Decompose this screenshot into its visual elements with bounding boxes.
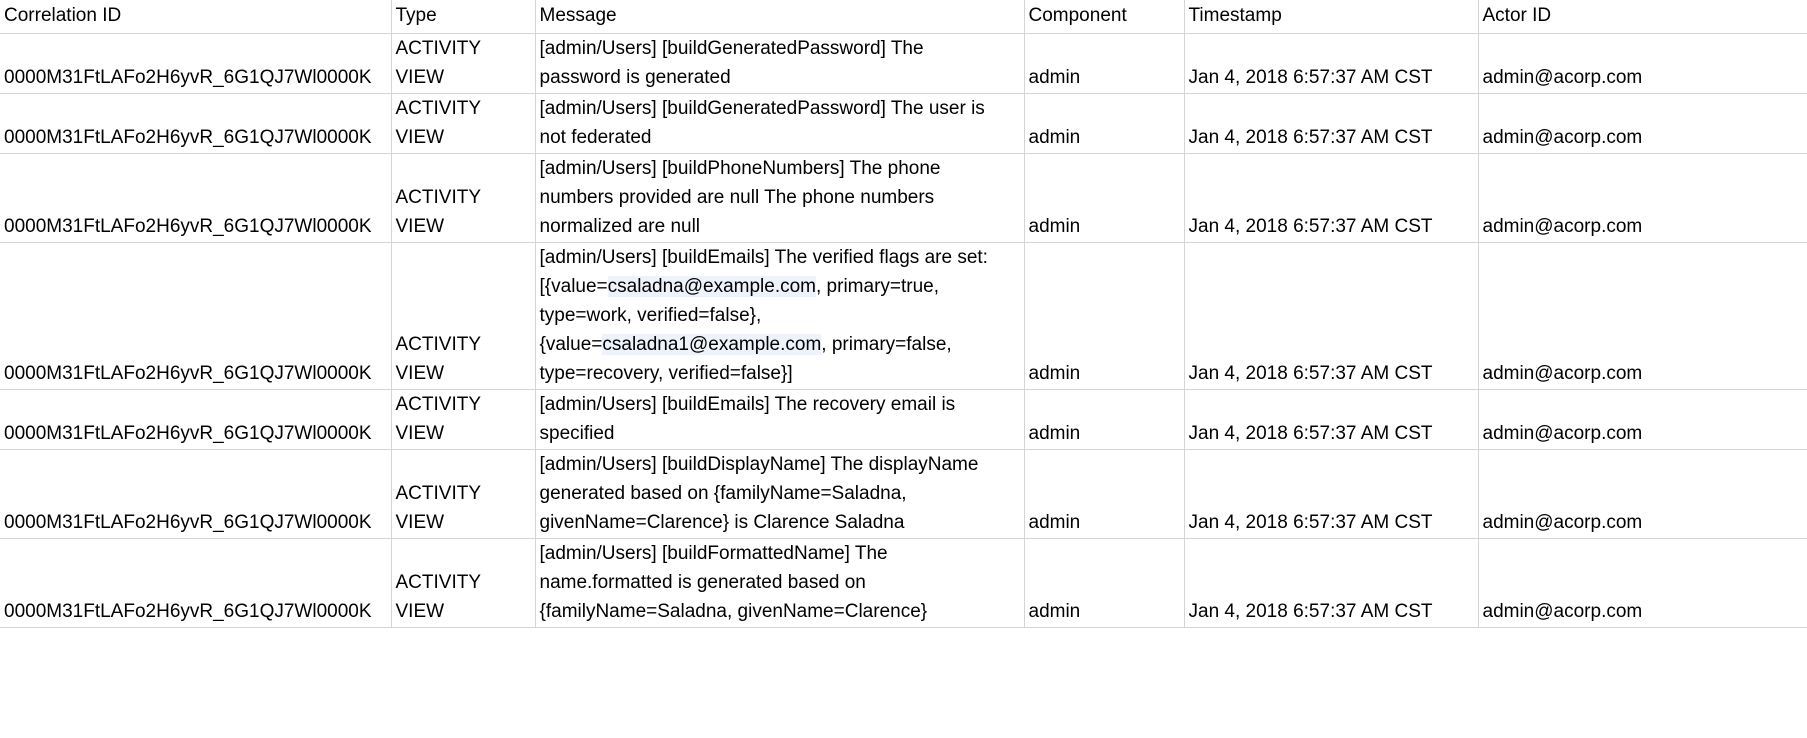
- cell-timestamp: Jan 4, 2018 6:57:37 AM CST: [1184, 153, 1479, 243]
- cell-component: admin: [1024, 153, 1185, 243]
- cell-actor-id: admin@acorp.com: [1478, 538, 1807, 628]
- cell-component: admin: [1024, 242, 1185, 390]
- cell-timestamp: Jan 4, 2018 6:57:37 AM CST: [1184, 389, 1479, 450]
- cell-message: [admin/Users] [buildDisplayName] The dis…: [535, 449, 1025, 539]
- cell-type: ACTIVITY VIEW: [391, 93, 536, 154]
- table-header: Correlation ID Type Message Component Ti…: [0, 0, 1807, 34]
- cell-type: ACTIVITY VIEW: [391, 242, 536, 390]
- cell-correlation-id: 0000M31FtLAFo2H6yvR_6G1QJ7Wl0000K: [0, 538, 392, 628]
- cell-timestamp: Jan 4, 2018 6:57:37 AM CST: [1184, 93, 1479, 154]
- cell-component: admin: [1024, 538, 1185, 628]
- column-header-actor-id[interactable]: Actor ID: [1478, 0, 1807, 34]
- table-row[interactable]: 0000M31FtLAFo2H6yvR_6G1QJ7Wl0000K ACTIVI…: [0, 93, 1807, 154]
- cell-message: [admin/Users] [buildGeneratedPassword] T…: [535, 33, 1025, 94]
- column-header-timestamp[interactable]: Timestamp: [1184, 0, 1479, 34]
- cell-actor-id: admin@acorp.com: [1478, 389, 1807, 450]
- cell-timestamp: Jan 4, 2018 6:57:37 AM CST: [1184, 449, 1479, 539]
- cell-correlation-id: 0000M31FtLAFo2H6yvR_6G1QJ7Wl0000K: [0, 449, 392, 539]
- cell-component: admin: [1024, 389, 1185, 450]
- cell-type: ACTIVITY VIEW: [391, 389, 536, 450]
- cell-timestamp: Jan 4, 2018 6:57:37 AM CST: [1184, 33, 1479, 94]
- table-row[interactable]: 0000M31FtLAFo2H6yvR_6G1QJ7Wl0000K ACTIVI…: [0, 538, 1807, 628]
- cell-message: [admin/Users] [buildPhoneNumbers] The ph…: [535, 153, 1025, 243]
- table-row[interactable]: 0000M31FtLAFo2H6yvR_6G1QJ7Wl0000K ACTIVI…: [0, 153, 1807, 243]
- column-header-type[interactable]: Type: [391, 0, 536, 34]
- cell-type: ACTIVITY VIEW: [391, 538, 536, 628]
- table-row[interactable]: 0000M31FtLAFo2H6yvR_6G1QJ7Wl0000K ACTIVI…: [0, 33, 1807, 94]
- cell-component: admin: [1024, 449, 1185, 539]
- email-address: csaladna@example.com: [607, 275, 816, 297]
- table-row[interactable]: 0000M31FtLAFo2H6yvR_6G1QJ7Wl0000K ACTIVI…: [0, 389, 1807, 450]
- cell-timestamp: Jan 4, 2018 6:57:37 AM CST: [1184, 538, 1479, 628]
- cell-actor-id: admin@acorp.com: [1478, 93, 1807, 154]
- audit-log-table: Correlation ID Type Message Component Ti…: [0, 0, 1807, 628]
- cell-correlation-id: 0000M31FtLAFo2H6yvR_6G1QJ7Wl0000K: [0, 389, 392, 450]
- cell-message: [admin/Users] [buildEmails] The verified…: [535, 242, 1025, 390]
- email-address: csaladna1@example.com: [602, 333, 822, 355]
- cell-actor-id: admin@acorp.com: [1478, 242, 1807, 390]
- cell-actor-id: admin@acorp.com: [1478, 33, 1807, 94]
- cell-correlation-id: 0000M31FtLAFo2H6yvR_6G1QJ7Wl0000K: [0, 153, 392, 243]
- cell-correlation-id: 0000M31FtLAFo2H6yvR_6G1QJ7Wl0000K: [0, 93, 392, 154]
- table-row[interactable]: 0000M31FtLAFo2H6yvR_6G1QJ7Wl0000K ACTIVI…: [0, 242, 1807, 390]
- cell-type: ACTIVITY VIEW: [391, 33, 536, 94]
- cell-type: ACTIVITY VIEW: [391, 153, 536, 243]
- table-body: 0000M31FtLAFo2H6yvR_6G1QJ7Wl0000K ACTIVI…: [0, 33, 1807, 628]
- column-header-message[interactable]: Message: [535, 0, 1025, 34]
- cell-correlation-id: 0000M31FtLAFo2H6yvR_6G1QJ7Wl0000K: [0, 33, 392, 94]
- header-row: Correlation ID Type Message Component Ti…: [0, 0, 1807, 34]
- cell-component: admin: [1024, 33, 1185, 94]
- cell-actor-id: admin@acorp.com: [1478, 153, 1807, 243]
- cell-actor-id: admin@acorp.com: [1478, 449, 1807, 539]
- cell-type: ACTIVITY VIEW: [391, 449, 536, 539]
- cell-component: admin: [1024, 93, 1185, 154]
- column-header-correlation-id[interactable]: Correlation ID: [0, 0, 392, 34]
- table-row[interactable]: 0000M31FtLAFo2H6yvR_6G1QJ7Wl0000K ACTIVI…: [0, 449, 1807, 539]
- cell-timestamp: Jan 4, 2018 6:57:37 AM CST: [1184, 242, 1479, 390]
- cell-message: [admin/Users] [buildEmails] The recovery…: [535, 389, 1025, 450]
- column-header-component[interactable]: Component: [1024, 0, 1185, 34]
- cell-correlation-id: 0000M31FtLAFo2H6yvR_6G1QJ7Wl0000K: [0, 242, 392, 390]
- cell-message: [admin/Users] [buildGeneratedPassword] T…: [535, 93, 1025, 154]
